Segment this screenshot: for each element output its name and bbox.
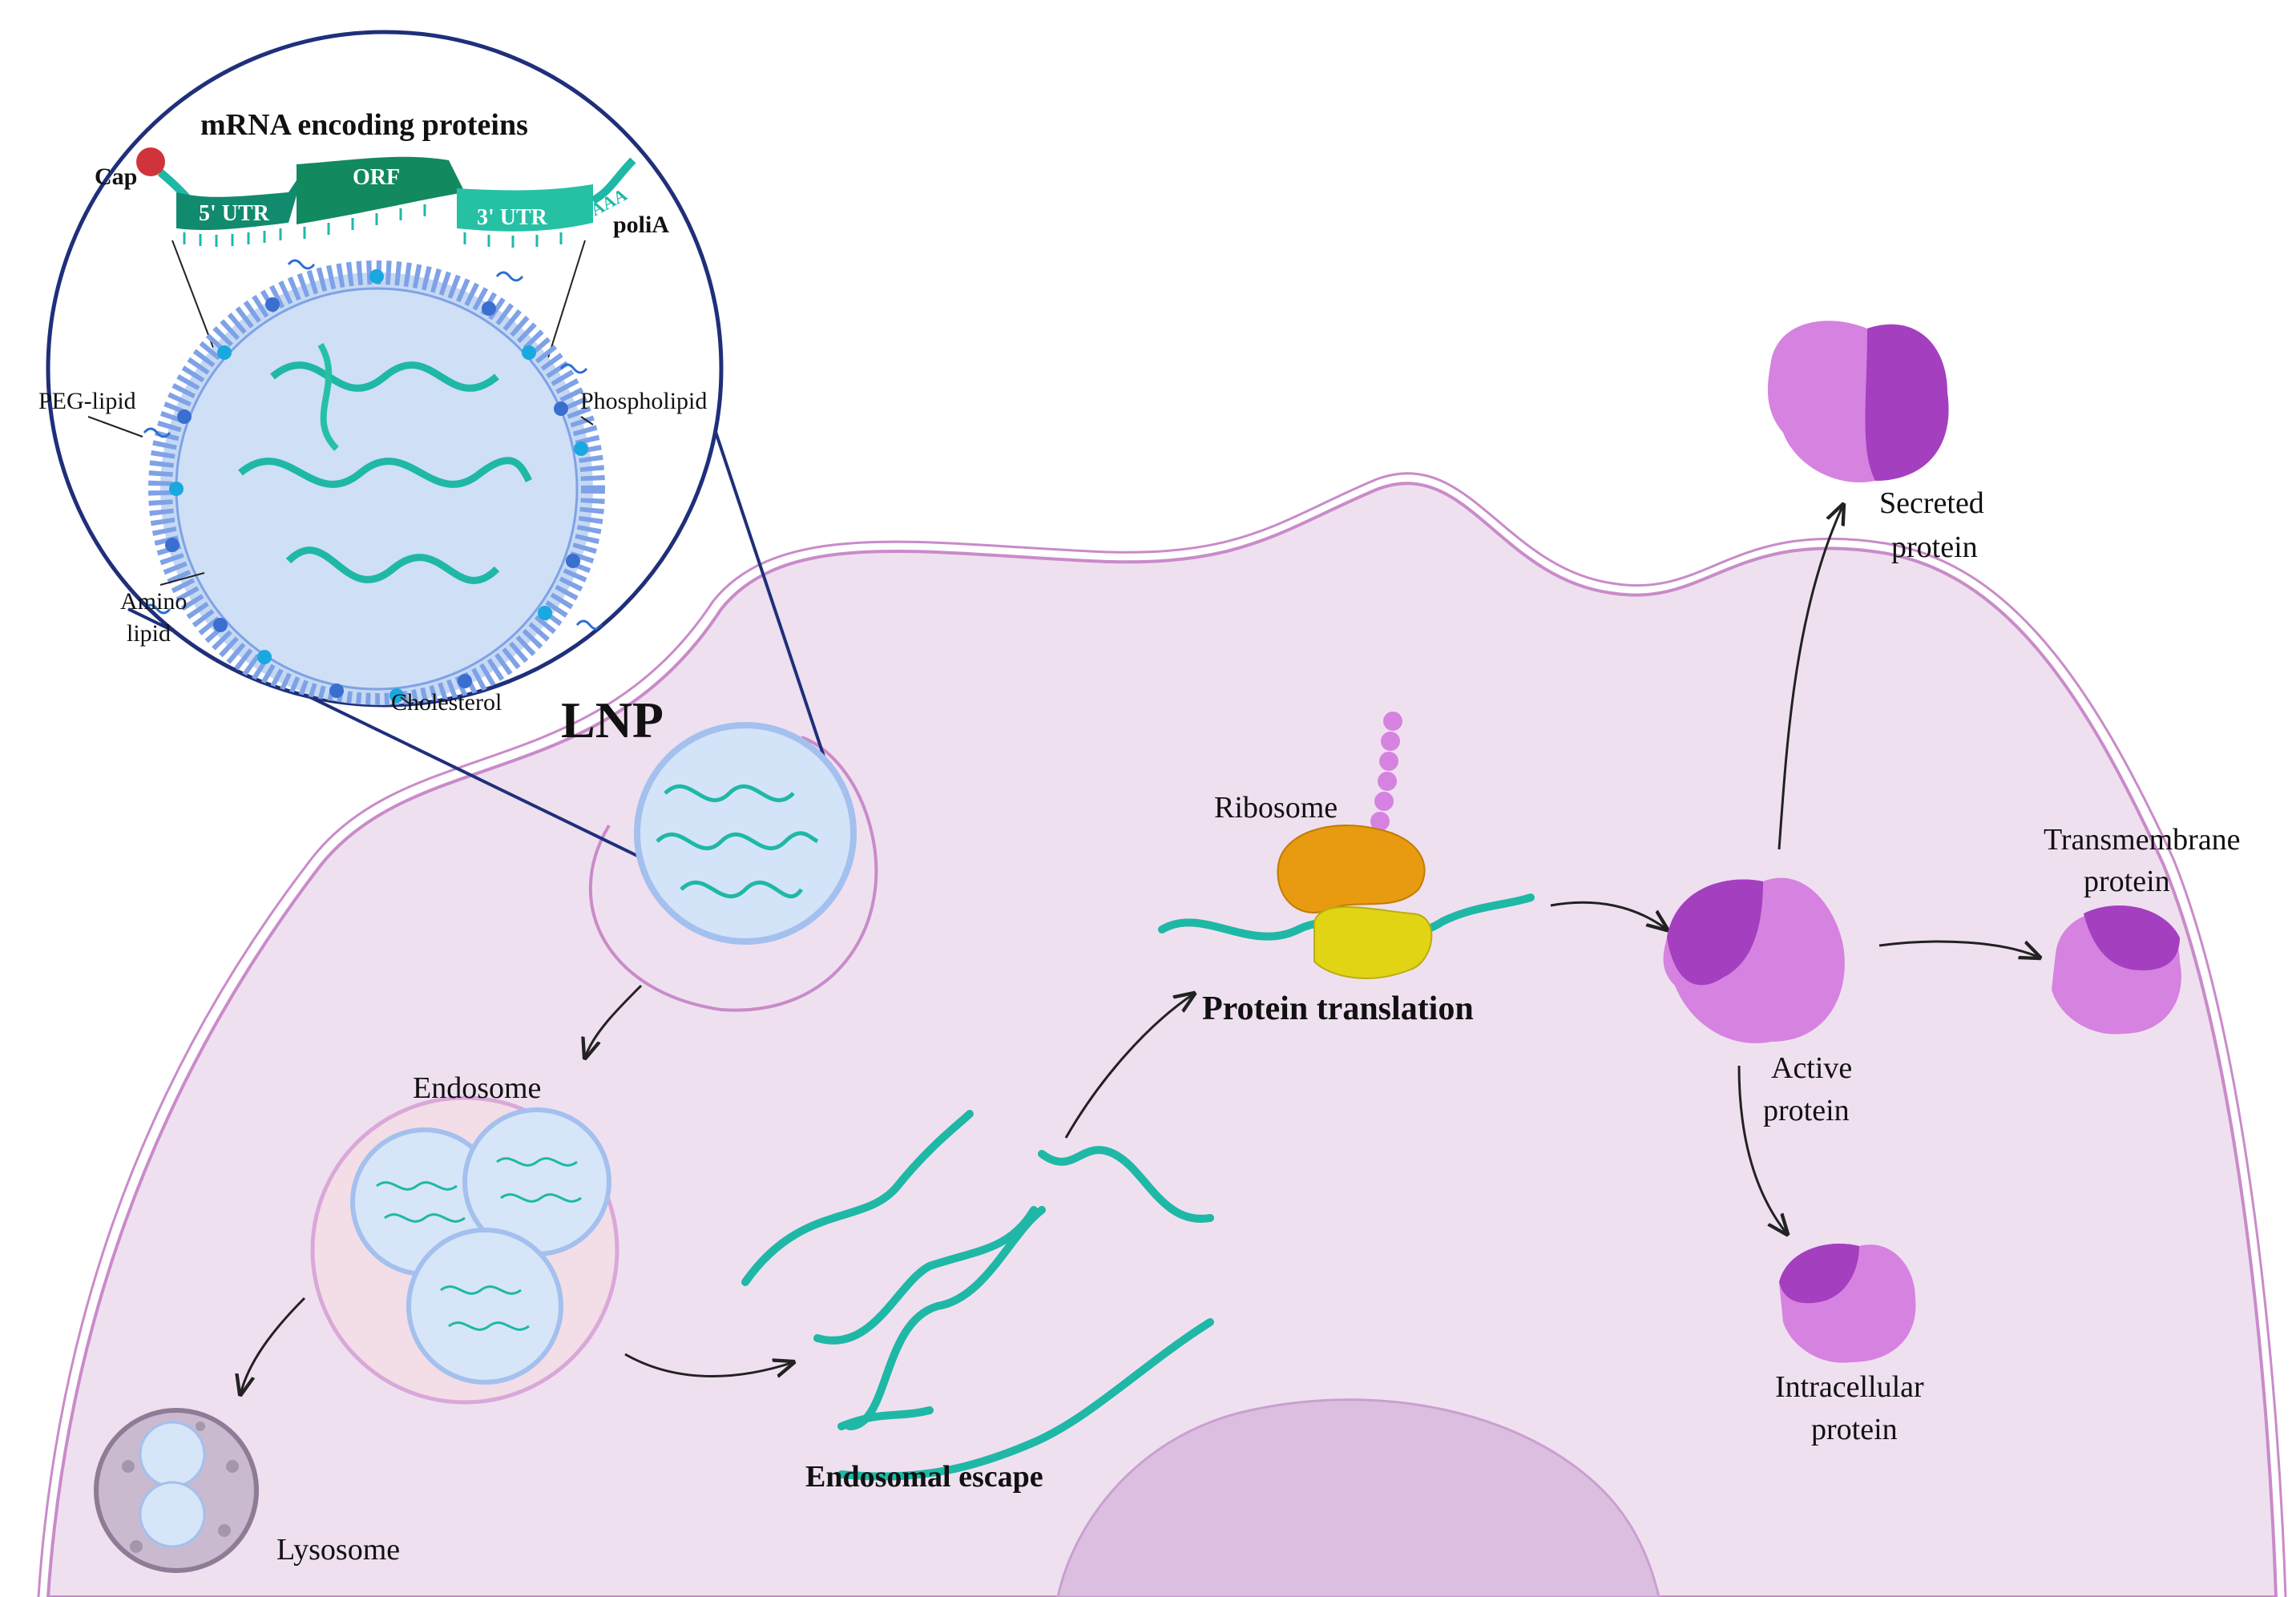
intracellular-protein-label-2: protein (1811, 1413, 1898, 1446)
peg-lipid-icons (143, 259, 604, 687)
secreted-protein-label-1: Secreted (1879, 486, 1984, 520)
secreted-protein-label-2: protein (1891, 530, 1978, 564)
amino-lipid-label-2: lipid (127, 620, 171, 647)
active-protein-label-1: Active (1771, 1051, 1852, 1085)
intracellular-protein (1779, 1244, 1916, 1363)
endosomal-escape-label: Endosomal escape (805, 1460, 1043, 1494)
secreted-protein (1767, 321, 1949, 482)
orf-segment (297, 156, 465, 224)
transmembrane-protein (2052, 905, 2181, 1034)
phospholipid-label: Phospholipid (580, 388, 707, 414)
utr3-segment (457, 184, 593, 232)
ribosome-label: Ribosome (1214, 791, 1338, 825)
active-protein-label-2: protein (1763, 1094, 1850, 1127)
mrna-construct: 5' UTR ORF 3' UTR AAA (136, 147, 636, 248)
protein-icon (1663, 321, 2181, 1363)
endosome-label: Endosome (413, 1071, 541, 1105)
lipid-nanoparticle-icon (148, 260, 605, 705)
endosome (310, 1095, 619, 1405)
mrna-strand-icon (741, 1110, 1214, 1481)
intracellular-protein-label-1: Intracellular (1775, 1370, 1924, 1404)
transmembrane-protein-label-2: protein (2084, 865, 2170, 898)
cap-label: Cap (95, 163, 137, 190)
cell (37, 472, 2287, 1597)
transmembrane-protein-label-1: Transmembrane (2044, 823, 2241, 857)
cholesterol-label: Cholesterol (391, 689, 502, 716)
ribosome-icon (1158, 712, 1535, 979)
nucleus (1056, 1398, 1660, 1597)
cap-icon (136, 147, 165, 176)
protein-translation-label: Protein translation (1202, 990, 1474, 1027)
utr5-segment (176, 168, 305, 231)
lnp-particle (634, 722, 857, 945)
lnp-label: LNP (561, 692, 664, 748)
utr3-label: 3' UTR (477, 205, 548, 230)
mrna-title-label: mRNA encoding proteins (200, 108, 528, 142)
lysosome-label: Lysosome (276, 1533, 400, 1567)
cell-membrane-outer (37, 472, 2287, 1597)
cell-body (46, 482, 2278, 1597)
lnp-zoom-view: 5' UTR ORF 3' UTR AAA (38, 30, 724, 716)
polia-label: poliA (613, 212, 669, 238)
amino-lipid-label-1: Amino (120, 588, 187, 615)
active-protein (1663, 877, 1845, 1043)
endocytic-pocket (588, 736, 878, 1012)
lysosome (94, 1408, 259, 1573)
orf-label: ORF (353, 165, 400, 190)
peg-lipid-label: PEG-lipid (38, 388, 136, 414)
utr5-label: 5' UTR (199, 201, 270, 226)
